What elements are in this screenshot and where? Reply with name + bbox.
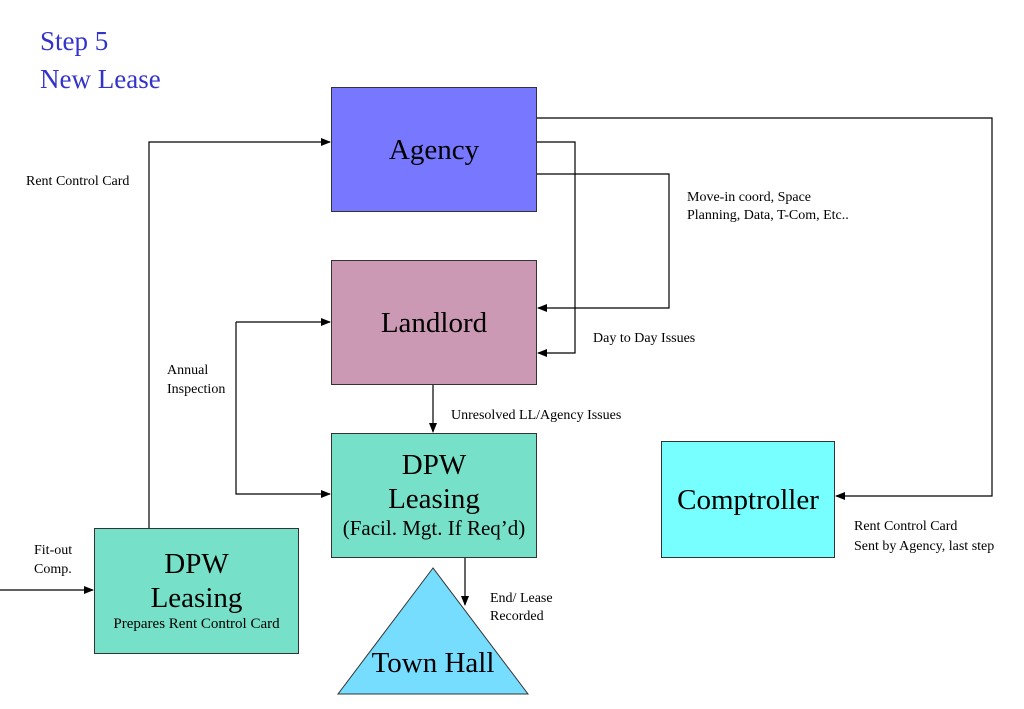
label-day-to-day: Day to Day Issues <box>593 331 696 346</box>
label-rent-control-card: Rent Control Card <box>26 174 130 189</box>
edge-dpw-left-to-agency <box>148 138 331 528</box>
label-move-in-line-1: Move-in coord, Space <box>687 190 812 205</box>
dpw-left-line-3: Prepares Rent Control Card <box>113 616 280 632</box>
edge-agency-to-landlord-movein <box>537 173 670 312</box>
page-title-line-1: Step 5 <box>40 26 109 56</box>
edge-agency-to-landlord-daytoday <box>537 141 576 357</box>
page-title-line-2: New Lease <box>40 64 161 94</box>
comptroller-box: Comptroller <box>661 441 835 558</box>
dpw-left-line-1: DPW <box>164 548 229 580</box>
label-unresolved: Unresolved LL/Agency Issues <box>451 408 622 423</box>
edge-agency-to-comptroller <box>537 117 993 500</box>
dpw-left-line-2: Leasing <box>150 582 243 614</box>
dpw-center-line-3: (Facil. Mgt. If Req’d) <box>342 516 526 540</box>
label-rcc-sent-line-1: Rent Control Card <box>854 519 958 534</box>
edge-annual-line <box>235 322 331 498</box>
dpw-leasing-left-box: DPW Leasing Prepares Rent Control Card <box>94 528 299 654</box>
label-end-line-2: Recorded <box>490 609 544 624</box>
agency-label: Agency <box>388 133 480 166</box>
comptroller-label: Comptroller <box>677 483 819 516</box>
town-hall-triangle <box>336 567 530 695</box>
label-move-in-line-2: Planning, Data, T-Com, Etc.. <box>687 208 849 223</box>
label-fitout-line-2: Comp. <box>34 562 72 577</box>
town-hall-label: Town Hall <box>371 647 495 679</box>
dpw-leasing-center-box: DPW Leasing (Facil. Mgt. If Req’d) <box>331 433 537 558</box>
dpw-center-line-2: Leasing <box>388 483 480 515</box>
landlord-box: Landlord <box>331 260 537 385</box>
agency-box: Agency <box>331 87 537 212</box>
dpw-center-line-1: DPW <box>401 449 467 481</box>
label-annual-line-2: Inspection <box>167 382 226 397</box>
landlord-label: Landlord <box>380 306 488 339</box>
label-rcc-sent-line-2: Sent by Agency, last step <box>854 539 995 554</box>
label-fitout-line-1: Fit-out <box>34 543 73 558</box>
label-end-line-1: End/ Lease <box>490 591 553 606</box>
label-annual-line-1: Annual <box>167 363 209 378</box>
